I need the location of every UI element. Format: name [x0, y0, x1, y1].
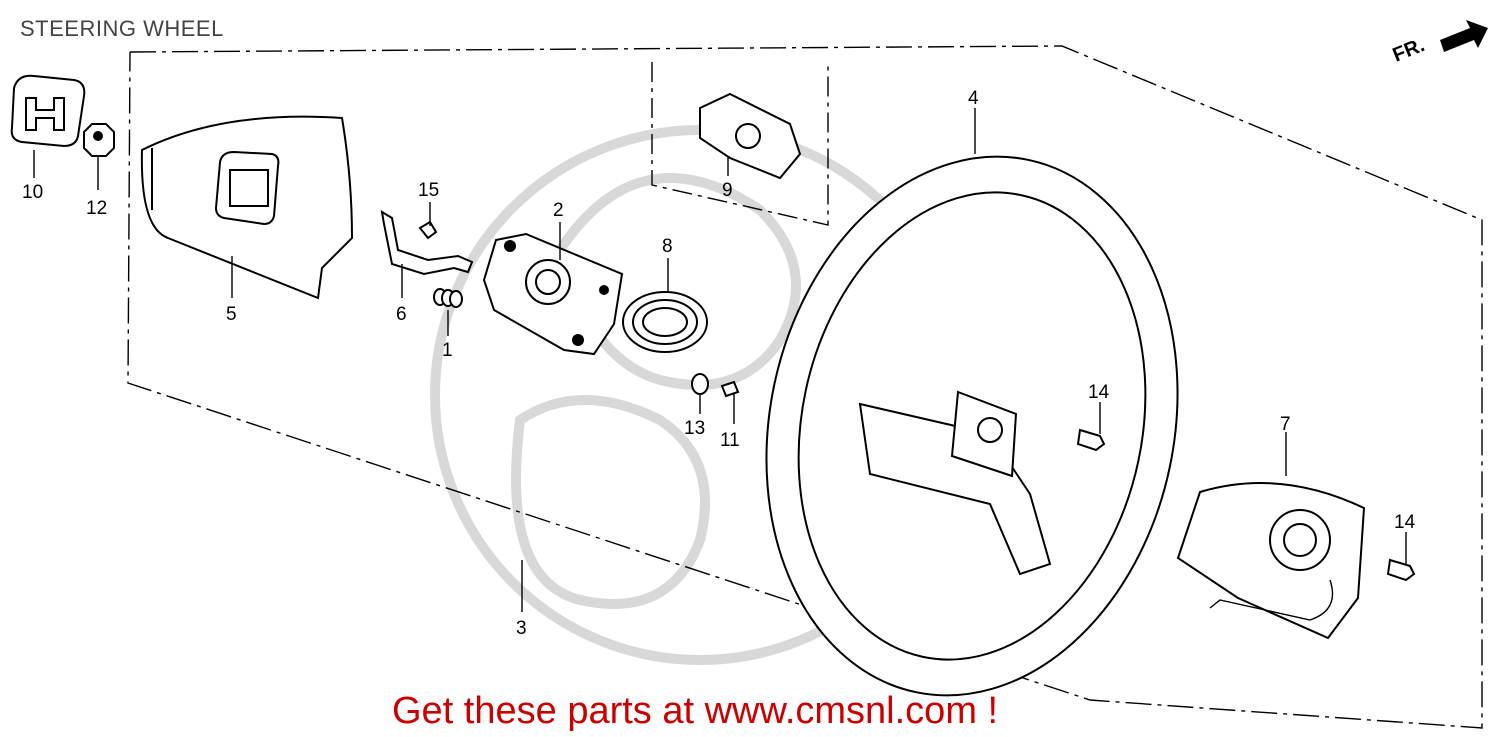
part-15-screw — [418, 220, 438, 240]
callout-3: 3 — [516, 618, 527, 639]
part-14-bolt-lower — [1386, 558, 1416, 582]
assembly-boundary — [127, 45, 1483, 729]
callout-2: 2 — [553, 200, 564, 221]
callout-1: 1 — [442, 340, 453, 361]
callout-13: 13 — [684, 418, 705, 439]
callout-15: 15 — [418, 180, 439, 201]
callout-11: 11 — [720, 430, 740, 451]
callout-5: 5 — [226, 304, 237, 325]
callout-10: 10 — [22, 182, 43, 203]
callout-9: 9 — [722, 180, 733, 201]
callout-8: 8 — [662, 236, 673, 257]
part-10-emblem — [10, 74, 86, 148]
callout-14-upper: 14 — [1088, 382, 1110, 403]
part-1-spring — [433, 288, 463, 308]
part-6-bracket — [380, 210, 474, 276]
part-5-pad-cover — [140, 115, 354, 300]
promo-link[interactable]: Get these parts at www.cmsnl.com ! — [392, 690, 999, 732]
part-8-coil — [622, 291, 708, 353]
part-4-steering-wheel — [765, 155, 1179, 697]
fr-label: FR. — [1390, 34, 1428, 66]
arrow-icon — [1440, 20, 1488, 52]
callout-7: 7 — [1280, 414, 1291, 435]
part-12-nut — [83, 123, 115, 157]
part-13-washer — [691, 373, 709, 395]
page-title: STEERING WHEEL — [20, 16, 224, 41]
front-direction-arrow: FR. — [1390, 20, 1488, 67]
part-11-screw — [720, 380, 740, 398]
part-7-lower-cover — [1176, 482, 1366, 640]
callout-4: 4 — [968, 88, 979, 109]
part-2-plate — [482, 232, 624, 356]
callout-6: 6 — [396, 304, 407, 325]
callout-14-lower: 14 — [1394, 512, 1416, 533]
leader-lines — [33, 108, 1407, 612]
part-9-switch — [699, 92, 802, 180]
part-14-bolt-upper — [1076, 428, 1106, 452]
callout-12: 12 — [86, 198, 107, 219]
